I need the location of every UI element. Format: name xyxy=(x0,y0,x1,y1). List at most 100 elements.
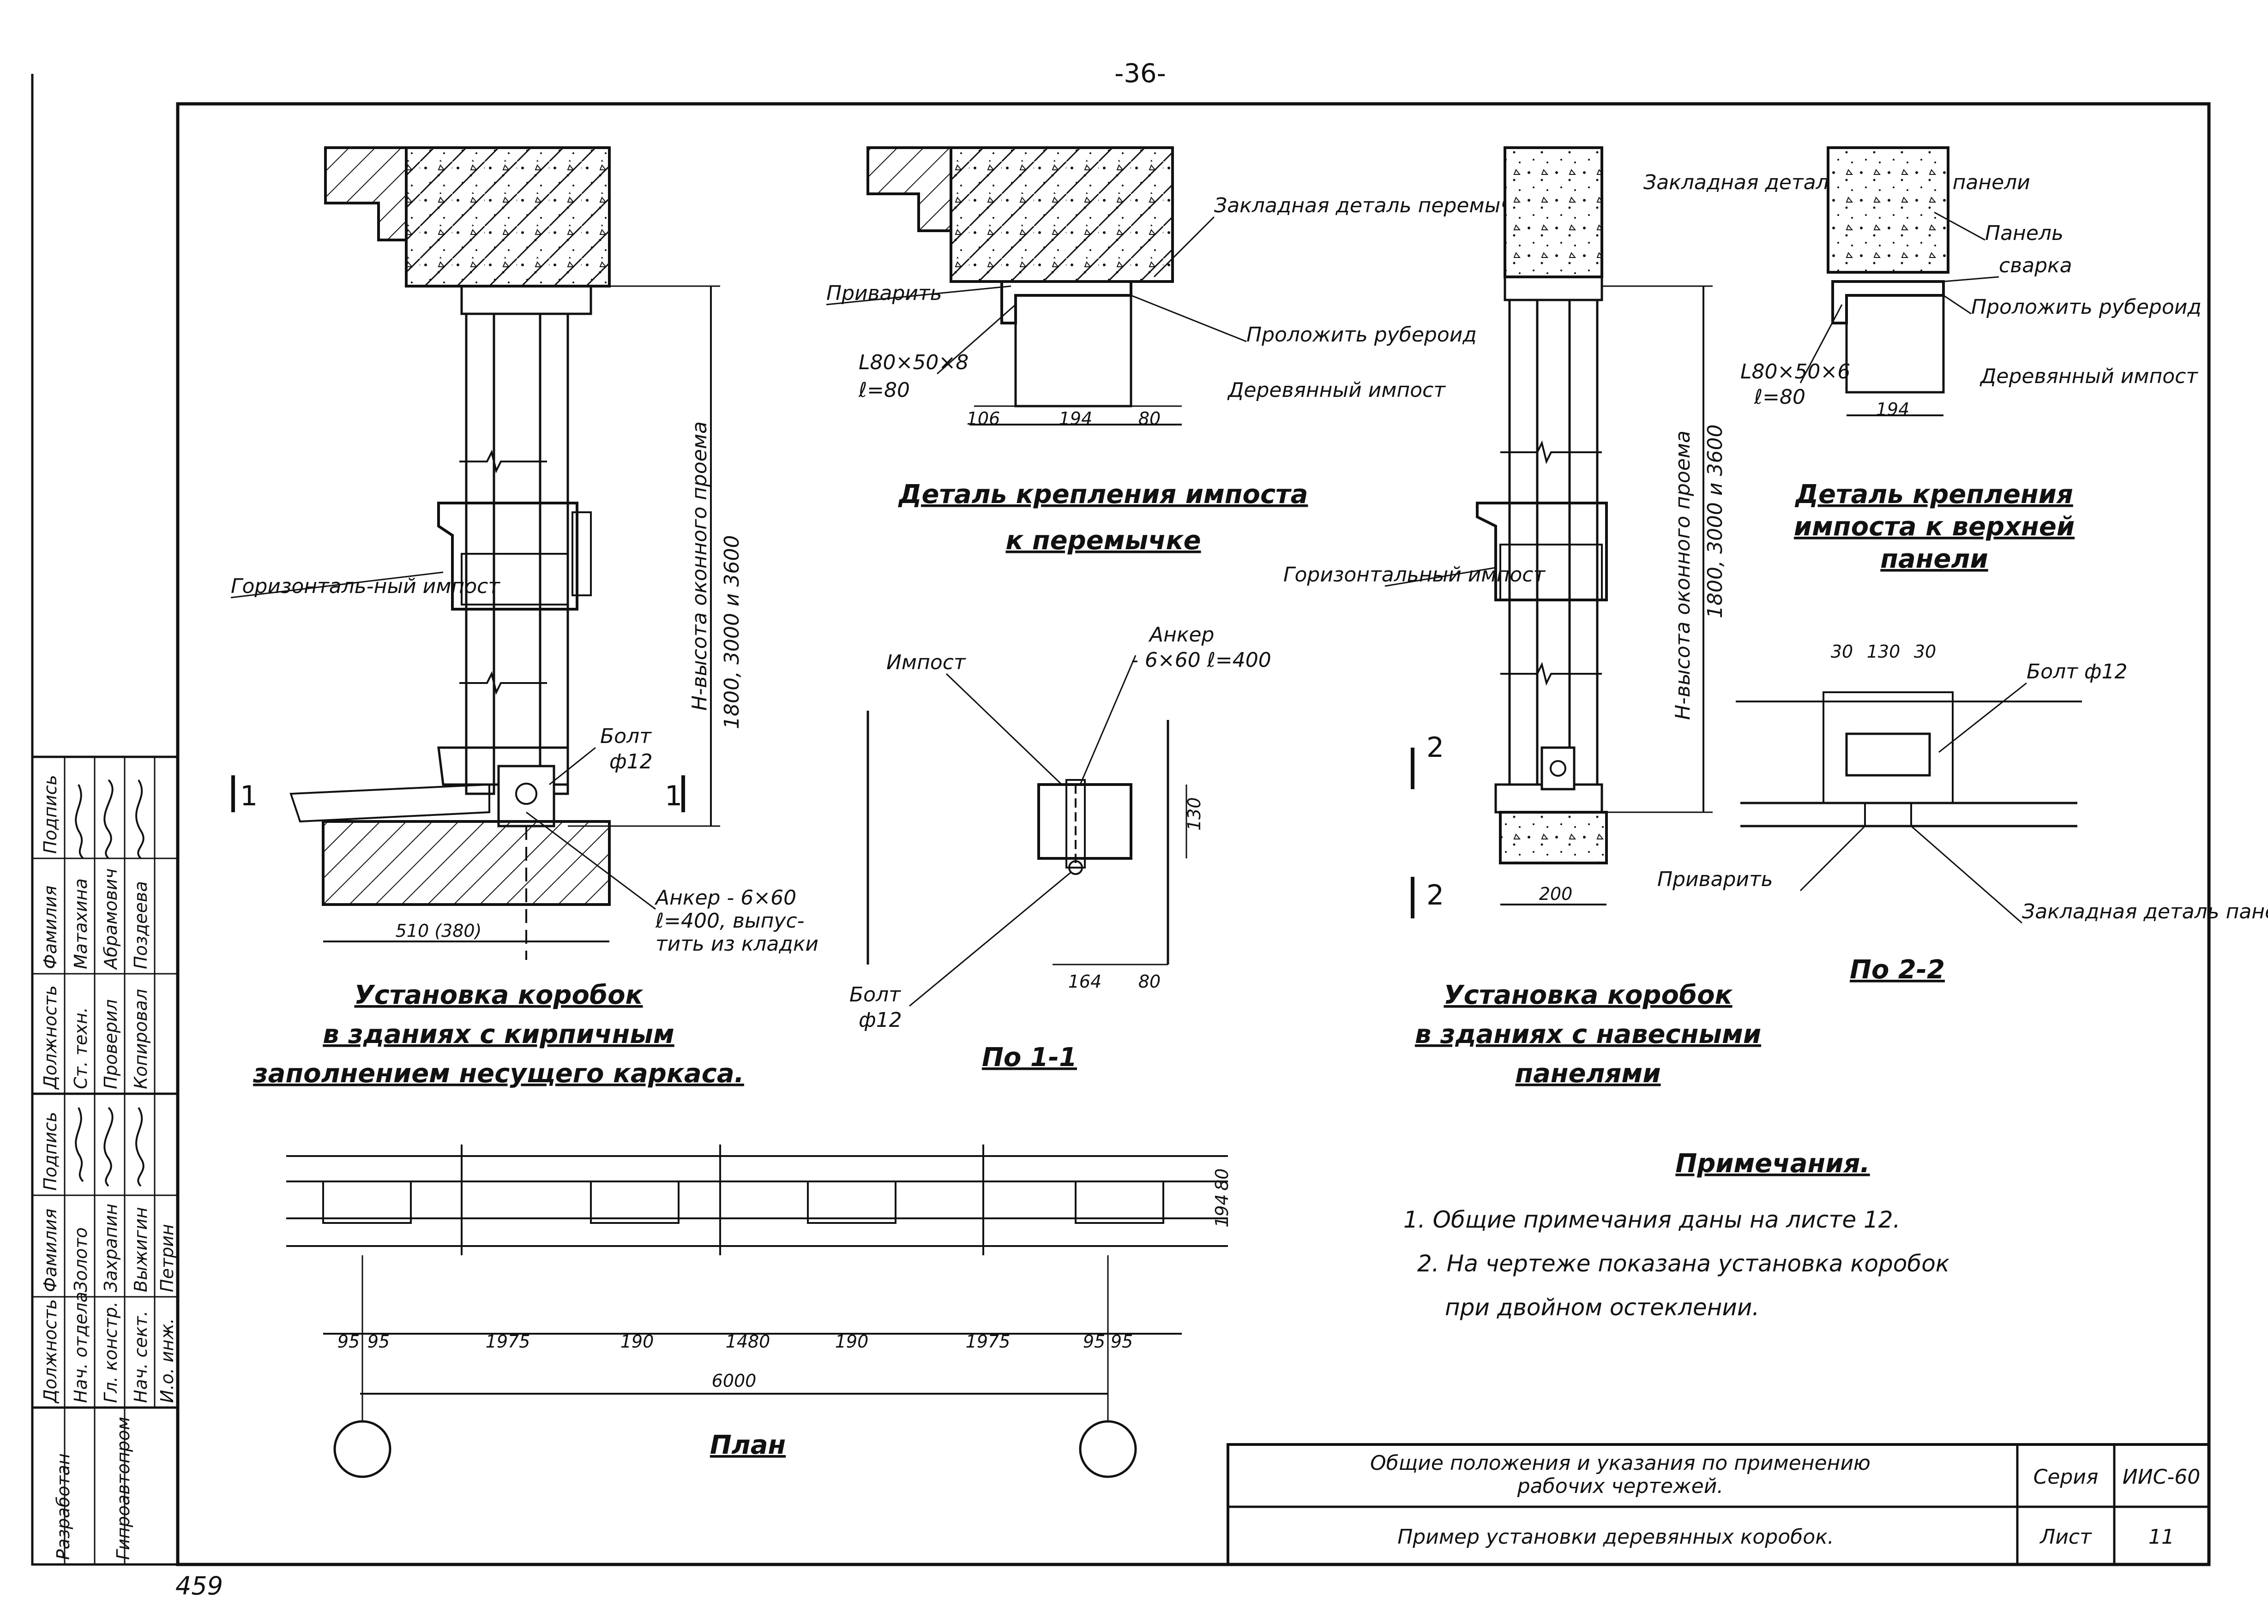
stamp-upper-header-position: Должность xyxy=(40,985,60,1090)
dim-194-b: 194 xyxy=(1876,399,1910,419)
stamp-upper-header-sign: Подпись xyxy=(40,775,60,854)
plan-dim-95-d: 95 xyxy=(1111,1331,1133,1352)
plan-dim-190-a: 190 xyxy=(620,1331,654,1352)
plan-drawing xyxy=(286,1145,1228,1478)
title-block-drawing-title: Пример установки деревянных коробок. xyxy=(1397,1525,1834,1549)
section-mark-2-top: 2 xyxy=(1426,731,1444,764)
stamp-upper-row-1-name: Матахина xyxy=(71,878,91,969)
note-1: 1. Общие примечания даны на листе 12. xyxy=(1403,1206,1901,1233)
label-ruberoid-1: Проложить рубероид xyxy=(1246,323,1477,347)
stamp-lower-header-sign: Подпись xyxy=(40,1112,60,1191)
note-2: 2. На чертеже показана установка коробок xyxy=(1417,1250,1949,1277)
title-block-sheet-value: 11 xyxy=(2148,1525,2174,1549)
dim-200: 200 xyxy=(1539,884,1573,904)
stamp-lower-header-name: Фамилия xyxy=(40,1209,60,1292)
title-detail-panel-2: импоста к верхней xyxy=(1794,512,2075,542)
title-block-sheet-label: Лист xyxy=(2039,1525,2092,1549)
stamp-lower-row-3-name: Выжигин xyxy=(131,1207,151,1292)
page-number: -36- xyxy=(1114,59,1166,89)
stamp-upper-row-1-position: Ст. техн. xyxy=(71,1007,91,1089)
title-detail-lintel-1: Деталь крепления импоста xyxy=(898,479,1308,509)
side-stamp xyxy=(31,755,179,1566)
title-detail-panel-3: панели xyxy=(1880,544,1988,574)
label-window-height-2: H-высота оконного проема xyxy=(1671,431,1695,720)
label-window-height-1: H-высота оконного проема xyxy=(688,421,711,711)
stamp-lower-row-2-position: Гл. констр. xyxy=(101,1301,121,1403)
plan-dim-6000: 6000 xyxy=(712,1371,757,1391)
panel-wall-elevation xyxy=(1476,146,1713,905)
dim-164: 164 xyxy=(1068,971,1102,992)
section-2-2-drawing xyxy=(1736,691,2082,827)
impost-panel-detail xyxy=(1827,146,1949,416)
label-ruberoid-2: Проложить рубероид xyxy=(1971,295,2202,319)
label-bolt-1: Болт xyxy=(600,725,652,748)
plan-dim-95-b: 95 xyxy=(367,1331,390,1352)
plan-dim-190-b: 190 xyxy=(835,1331,869,1352)
plan-dim-95-a: 95 xyxy=(337,1331,360,1352)
plan-dim-1480: 1480 xyxy=(726,1331,770,1352)
stamp-upper-row-3-name: Поздеева xyxy=(131,881,151,969)
title-block-series-label: Серия xyxy=(2033,1465,2099,1489)
title-section-1-1: По 1-1 xyxy=(982,1043,1077,1073)
stamp-lower-row-3-position: Нач. сект. xyxy=(131,1311,151,1403)
stamp-lower-row-1-position: Нач. отдела xyxy=(71,1292,91,1403)
title-section-2-2: По 2-2 xyxy=(1850,955,1945,985)
section-mark-1-right: 1 xyxy=(665,780,682,812)
label-impost-2: Импост xyxy=(886,651,966,674)
title-block-description-2: рабочих чертежей. xyxy=(1517,1474,1724,1498)
dim-130-b: 130 xyxy=(1867,641,1901,662)
stamp-org-name: Гипроавтопром xyxy=(113,1417,133,1560)
label-bolt-2-dia: ф12 xyxy=(859,1008,902,1032)
dim-106: 106 xyxy=(967,408,1000,429)
label-angle-1: L80×50×8 xyxy=(859,351,969,374)
plan-dim-80: 80 xyxy=(1212,1169,1232,1191)
stamp-upper-row-2-name: Абрамович xyxy=(101,869,121,971)
plan-dim-1975-a: 1975 xyxy=(486,1331,530,1352)
label-horizontal-impost-1: Горизонталь-ный импост xyxy=(231,575,500,598)
title-install-panel-2: в зданиях с навесными xyxy=(1415,1019,1761,1049)
title-install-brick-1: Установка коробок xyxy=(354,980,644,1010)
dim-130: 130 xyxy=(1184,797,1204,831)
impost-lintel-detail xyxy=(866,146,1182,425)
dim-510: 510 (380) xyxy=(396,921,482,941)
label-window-height-values-2: 1800, 3000 и 3600 xyxy=(1703,425,1727,618)
bottom-left-number: 459 xyxy=(175,1571,223,1600)
handwritten-signatures xyxy=(75,779,144,1187)
stamp-lower-header-position: Должность xyxy=(40,1299,60,1404)
label-lintel-embedded: Закладная деталь перемычки xyxy=(1214,194,1538,217)
dim-30-b: 30 xyxy=(1914,641,1936,662)
label-anchor-1-b: ℓ=400, выпус- xyxy=(655,909,805,933)
label-bolt-3: Болт ф12 xyxy=(2027,660,2127,683)
title-block-description-1: Общие положения и указания по применению xyxy=(1370,1451,1871,1475)
title-plan: План xyxy=(710,1430,786,1460)
title-block xyxy=(1227,1443,2210,1566)
label-angle-2: L80×50×6 xyxy=(1740,360,1850,384)
notes-heading: Примечания. xyxy=(1675,1149,1870,1179)
stamp-lower-row-4-name: Петрин xyxy=(157,1224,177,1292)
stamp-lower-row-4-position: И.о. инж. xyxy=(157,1318,177,1403)
label-anchor-2-b: - 6×60 ℓ=400 xyxy=(1131,648,1271,672)
plan-dim-1975-b: 1975 xyxy=(966,1331,1011,1352)
dim-194-a: 194 xyxy=(1059,408,1093,429)
stamp-upper-row-3-position: Копировал xyxy=(131,989,151,1089)
note-3: при двойном остеклении. xyxy=(1445,1294,1759,1321)
title-detail-lintel-2: к перемычке xyxy=(1005,526,1201,556)
label-wooden-impost-2: Деревянный импост xyxy=(1979,365,2198,388)
label-bolt-1-dia: ф12 xyxy=(609,750,653,773)
stamp-lower-row-1-name: Золото xyxy=(71,1227,91,1292)
stamp-org-developed: Разработан xyxy=(53,1453,73,1560)
title-detail-panel-1: Деталь крепления xyxy=(1794,479,2073,509)
title-install-brick-3: заполнением несущего каркаса. xyxy=(253,1059,744,1089)
label-panel: Панель xyxy=(1985,222,2063,245)
label-angle-2-len: ℓ=80 xyxy=(1754,385,1805,409)
dim-80-a: 80 xyxy=(1138,408,1161,429)
brick-wall-elevation xyxy=(289,146,720,960)
title-install-panel-1: Установка коробок xyxy=(1444,980,1733,1010)
section-mark-1-left: 1 xyxy=(240,780,258,812)
label-welding: сварка xyxy=(1999,254,2072,277)
stamp-lower-row-2-name: Захрапин xyxy=(101,1204,121,1292)
dim-30-a: 30 xyxy=(1831,641,1853,662)
label-wooden-impost-1: Деревянный импост xyxy=(1227,378,1446,402)
label-horizontal-impost-2: Горизонтальный импост xyxy=(1283,563,1546,587)
